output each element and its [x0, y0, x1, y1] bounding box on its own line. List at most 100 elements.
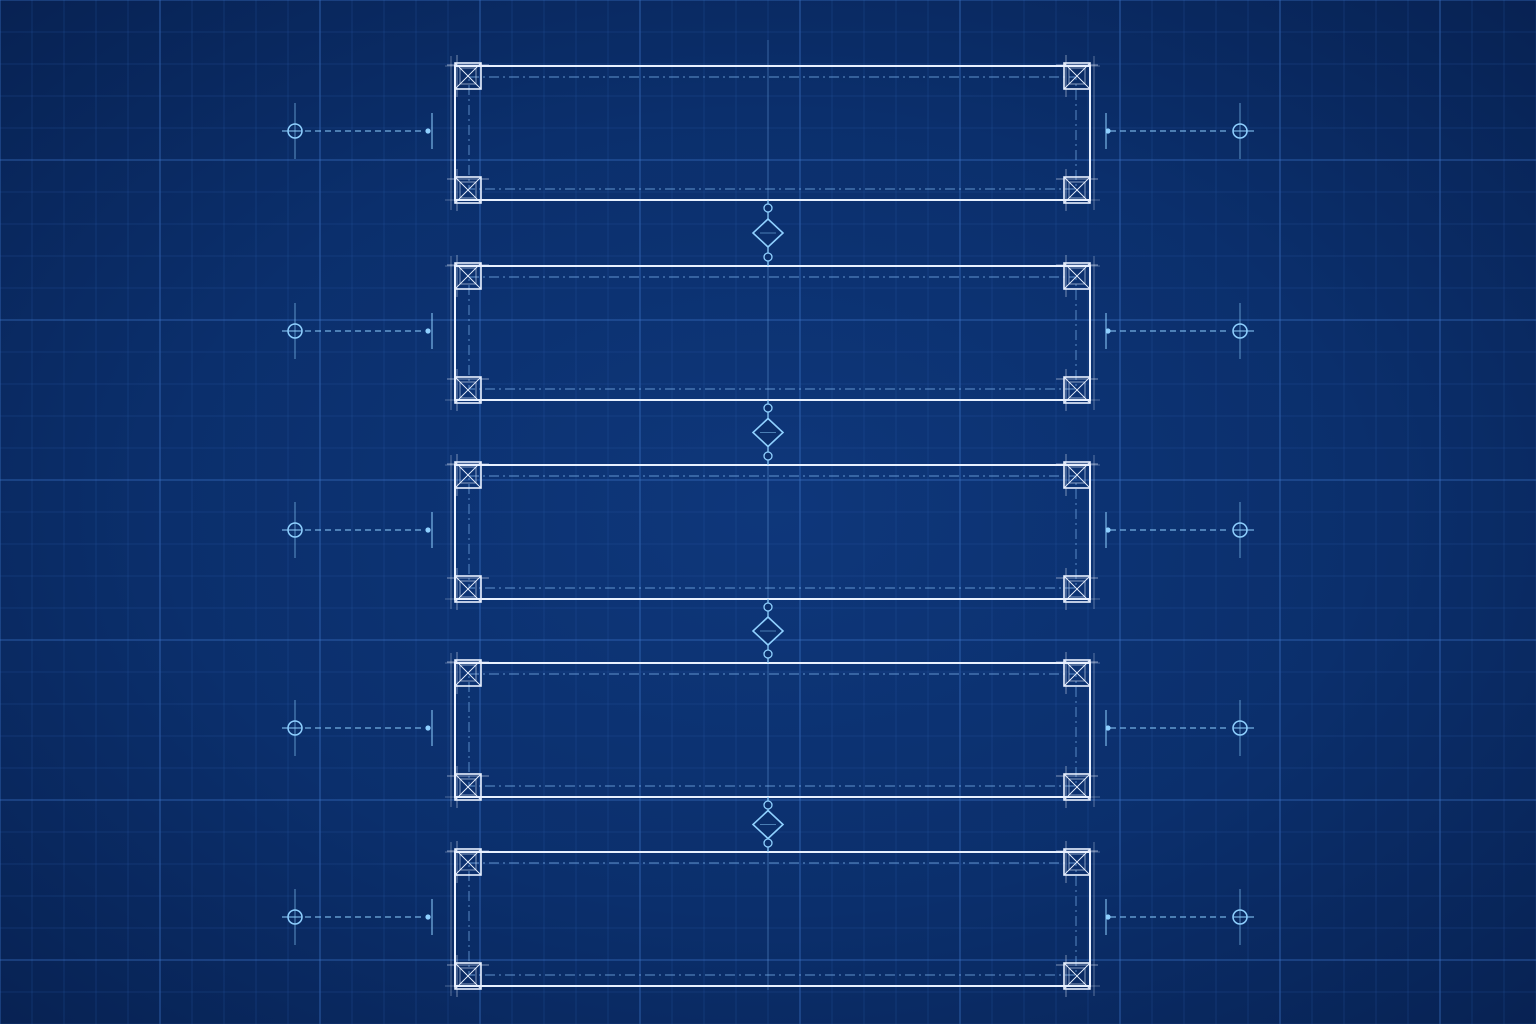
corner-node	[1063, 575, 1091, 603]
corner-node	[1063, 659, 1091, 687]
corner-inner	[459, 664, 477, 682]
inner-offset-line	[468, 475, 1077, 589]
connector-pin	[763, 252, 773, 262]
corner-inner	[1068, 381, 1086, 399]
corner-node	[454, 176, 482, 204]
connector-pin	[763, 403, 773, 413]
inner-offset-line	[468, 673, 1077, 787]
panel	[282, 652, 1254, 808]
corner-diagonal	[454, 848, 482, 876]
corner-diagonal	[454, 262, 482, 290]
panel	[282, 841, 1254, 997]
corner-inner	[1068, 853, 1086, 871]
corner-node	[1063, 773, 1091, 801]
connector	[751, 797, 785, 852]
corner-inner	[1068, 466, 1086, 484]
corner-inner	[459, 267, 477, 285]
corner-node	[1063, 461, 1091, 489]
corner-inner	[1068, 181, 1086, 199]
connector-stack	[751, 200, 785, 852]
connector	[751, 400, 785, 465]
corner-node	[1063, 176, 1091, 204]
corner-diagonal	[1063, 262, 1091, 290]
corner-diagonal	[1063, 461, 1091, 489]
corner-inner	[459, 580, 477, 598]
panel-frame	[454, 65, 1091, 201]
panel	[282, 55, 1254, 211]
connector-pin	[763, 649, 773, 659]
corner-diagonal	[1063, 575, 1091, 603]
corner-diagonal	[454, 962, 482, 990]
dimension-endpoint	[425, 128, 431, 134]
corner-diagonal	[454, 62, 482, 90]
corner-node	[454, 461, 482, 489]
corner-diagonal	[1063, 962, 1091, 990]
panel-frame	[454, 265, 1091, 401]
dimension-endpoint	[425, 725, 431, 731]
corner-inner	[459, 967, 477, 985]
corner-inner	[459, 853, 477, 871]
dimension-endpoint	[425, 328, 431, 334]
corner-node	[454, 575, 482, 603]
corner-inner	[1068, 778, 1086, 796]
corner-diagonal	[454, 659, 482, 687]
corner-node	[454, 773, 482, 801]
corner-inner	[1068, 67, 1086, 85]
inner-offset-line	[468, 276, 1077, 390]
corner-inner	[459, 181, 477, 199]
corner-inner	[459, 67, 477, 85]
corner-inner	[459, 466, 477, 484]
corner-inner	[1068, 580, 1086, 598]
panel	[282, 255, 1254, 411]
corner-diagonal	[1063, 848, 1091, 876]
corner-node	[454, 962, 482, 990]
dimension-endpoint	[1105, 328, 1111, 334]
corner-node	[1063, 848, 1091, 876]
corner-diagonal	[1063, 62, 1091, 90]
corner-node	[1063, 62, 1091, 90]
panel-stack	[282, 55, 1254, 997]
connector-pin	[763, 203, 773, 213]
corner-diagonal	[1063, 659, 1091, 687]
connector-pin	[763, 602, 773, 612]
connector-pin	[763, 800, 773, 810]
panel-frame	[454, 662, 1091, 798]
dimension-endpoint	[1105, 128, 1111, 134]
corner-diagonal	[1063, 176, 1091, 204]
corner-node	[1063, 376, 1091, 404]
inner-offset-line	[468, 76, 1077, 190]
connector	[751, 599, 785, 663]
connector-pin	[763, 838, 773, 848]
corner-inner	[459, 381, 477, 399]
corner-diagonal	[454, 461, 482, 489]
corner-node	[454, 659, 482, 687]
connector	[751, 200, 785, 266]
panel-frame	[454, 851, 1091, 987]
panel-frame	[454, 464, 1091, 600]
dimension-endpoint	[1105, 527, 1111, 533]
panel	[282, 454, 1254, 610]
corner-node	[454, 262, 482, 290]
corner-node	[454, 848, 482, 876]
corner-node	[454, 62, 482, 90]
corner-diagonal	[1063, 376, 1091, 404]
corner-inner	[459, 778, 477, 796]
dimension-endpoint	[1105, 725, 1111, 731]
connector-pin	[763, 451, 773, 461]
corner-inner	[1068, 267, 1086, 285]
corner-diagonal	[1063, 773, 1091, 801]
inner-offset-line	[468, 862, 1077, 976]
dimension-endpoint	[1105, 914, 1111, 920]
corner-diagonal	[454, 176, 482, 204]
corner-node	[1063, 962, 1091, 990]
corner-inner	[1068, 967, 1086, 985]
corner-inner	[1068, 664, 1086, 682]
corner-node	[1063, 262, 1091, 290]
corner-diagonal	[454, 376, 482, 404]
corner-node	[454, 376, 482, 404]
dimension-endpoint	[425, 914, 431, 920]
dimension-endpoint	[425, 527, 431, 533]
corner-diagonal	[454, 575, 482, 603]
